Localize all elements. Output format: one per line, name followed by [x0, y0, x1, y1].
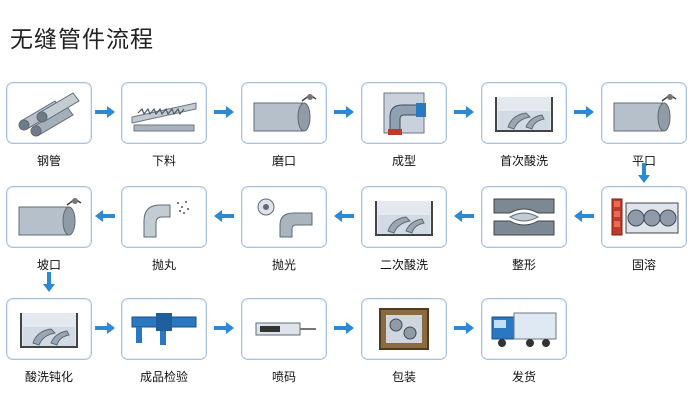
step-label: 成型: [391, 154, 416, 168]
arrow-right-icon: [454, 106, 474, 118]
wooden-crate-icon: [361, 298, 447, 360]
step-label: 钢管: [36, 154, 61, 168]
step-label: 整形: [511, 258, 536, 272]
step-label: 抛光: [271, 258, 296, 272]
step-steel-pipe: 钢管: [6, 82, 92, 169]
step-solution-treatment: 固溶: [601, 186, 687, 273]
step-first-pickling: 首次酸洗: [481, 82, 567, 169]
step-label: 酸洗钝化: [24, 370, 73, 384]
step-label: 固溶: [631, 258, 656, 272]
furnace-icon: [601, 186, 687, 248]
step-label: 发货: [511, 370, 536, 384]
step-label: 首次酸洗: [499, 154, 548, 168]
step-shot-blasting: 抛丸: [121, 186, 207, 273]
pipe-flat-end-icon: [601, 82, 687, 144]
truck-icon: [481, 298, 567, 360]
arrow-left-icon: [334, 210, 354, 222]
caliper-icon: [121, 298, 207, 360]
arrow-right-icon: [454, 322, 474, 334]
arrow-down-icon: [43, 272, 55, 292]
step-shaping: 整形: [481, 186, 567, 273]
step-beveling: 坡口: [6, 186, 92, 273]
step-label: 二次酸洗: [379, 258, 428, 272]
arrow-right-icon: [334, 106, 354, 118]
arrow-left-icon: [454, 210, 474, 222]
step-inspection: 成品检验: [121, 298, 207, 385]
pickling-tank-icon: [361, 186, 447, 248]
shot-blasting-icon: [121, 186, 207, 248]
pickling-tank-icon: [481, 82, 567, 144]
polishing-icon: [241, 186, 327, 248]
step-second-pickling: 二次酸洗: [361, 186, 447, 273]
arrow-right-icon: [574, 106, 594, 118]
arrow-down-icon: [638, 163, 650, 183]
arrow-left-icon: [95, 210, 115, 222]
step-forming: 成型: [361, 82, 447, 169]
step-flat-end: 平口: [601, 82, 687, 169]
step-polishing: 抛光: [241, 186, 327, 273]
step-label: 坡口: [36, 258, 61, 272]
pipe-grinding-icon: [241, 82, 327, 144]
steel-pipe-icon: [6, 82, 92, 144]
pipe-bevel-icon: [6, 186, 92, 248]
arrow-right-icon: [334, 322, 354, 334]
step-label: 下料: [151, 154, 176, 168]
step-label: 喷码: [271, 370, 296, 384]
step-passivation: 酸洗钝化: [6, 298, 92, 385]
step-label: 平口: [631, 154, 656, 168]
step-packing: 包装: [361, 298, 447, 385]
marking-printer-icon: [241, 298, 327, 360]
arrow-right-icon: [95, 322, 115, 334]
elbow-forming-icon: [361, 82, 447, 144]
arrow-left-icon: [574, 210, 594, 222]
page-title: 无缝管件流程: [10, 27, 154, 53]
arrow-right-icon: [95, 106, 115, 118]
shaping-die-icon: [481, 186, 567, 248]
pickling-tank-icon: [6, 298, 92, 360]
step-shipping: 发货: [481, 298, 567, 385]
arrow-right-icon: [214, 106, 234, 118]
step-label: 抛丸: [151, 258, 176, 272]
step-label: 包装: [391, 370, 416, 384]
step-marking: 喷码: [241, 298, 327, 385]
step-cutting: 下料: [121, 82, 207, 169]
step-label: 磨口: [271, 154, 296, 168]
saw-cutting-icon: [121, 82, 207, 144]
step-label: 成品检验: [139, 370, 188, 384]
arrow-left-icon: [214, 210, 234, 222]
step-grinding: 磨口: [241, 82, 327, 169]
arrow-right-icon: [214, 322, 234, 334]
